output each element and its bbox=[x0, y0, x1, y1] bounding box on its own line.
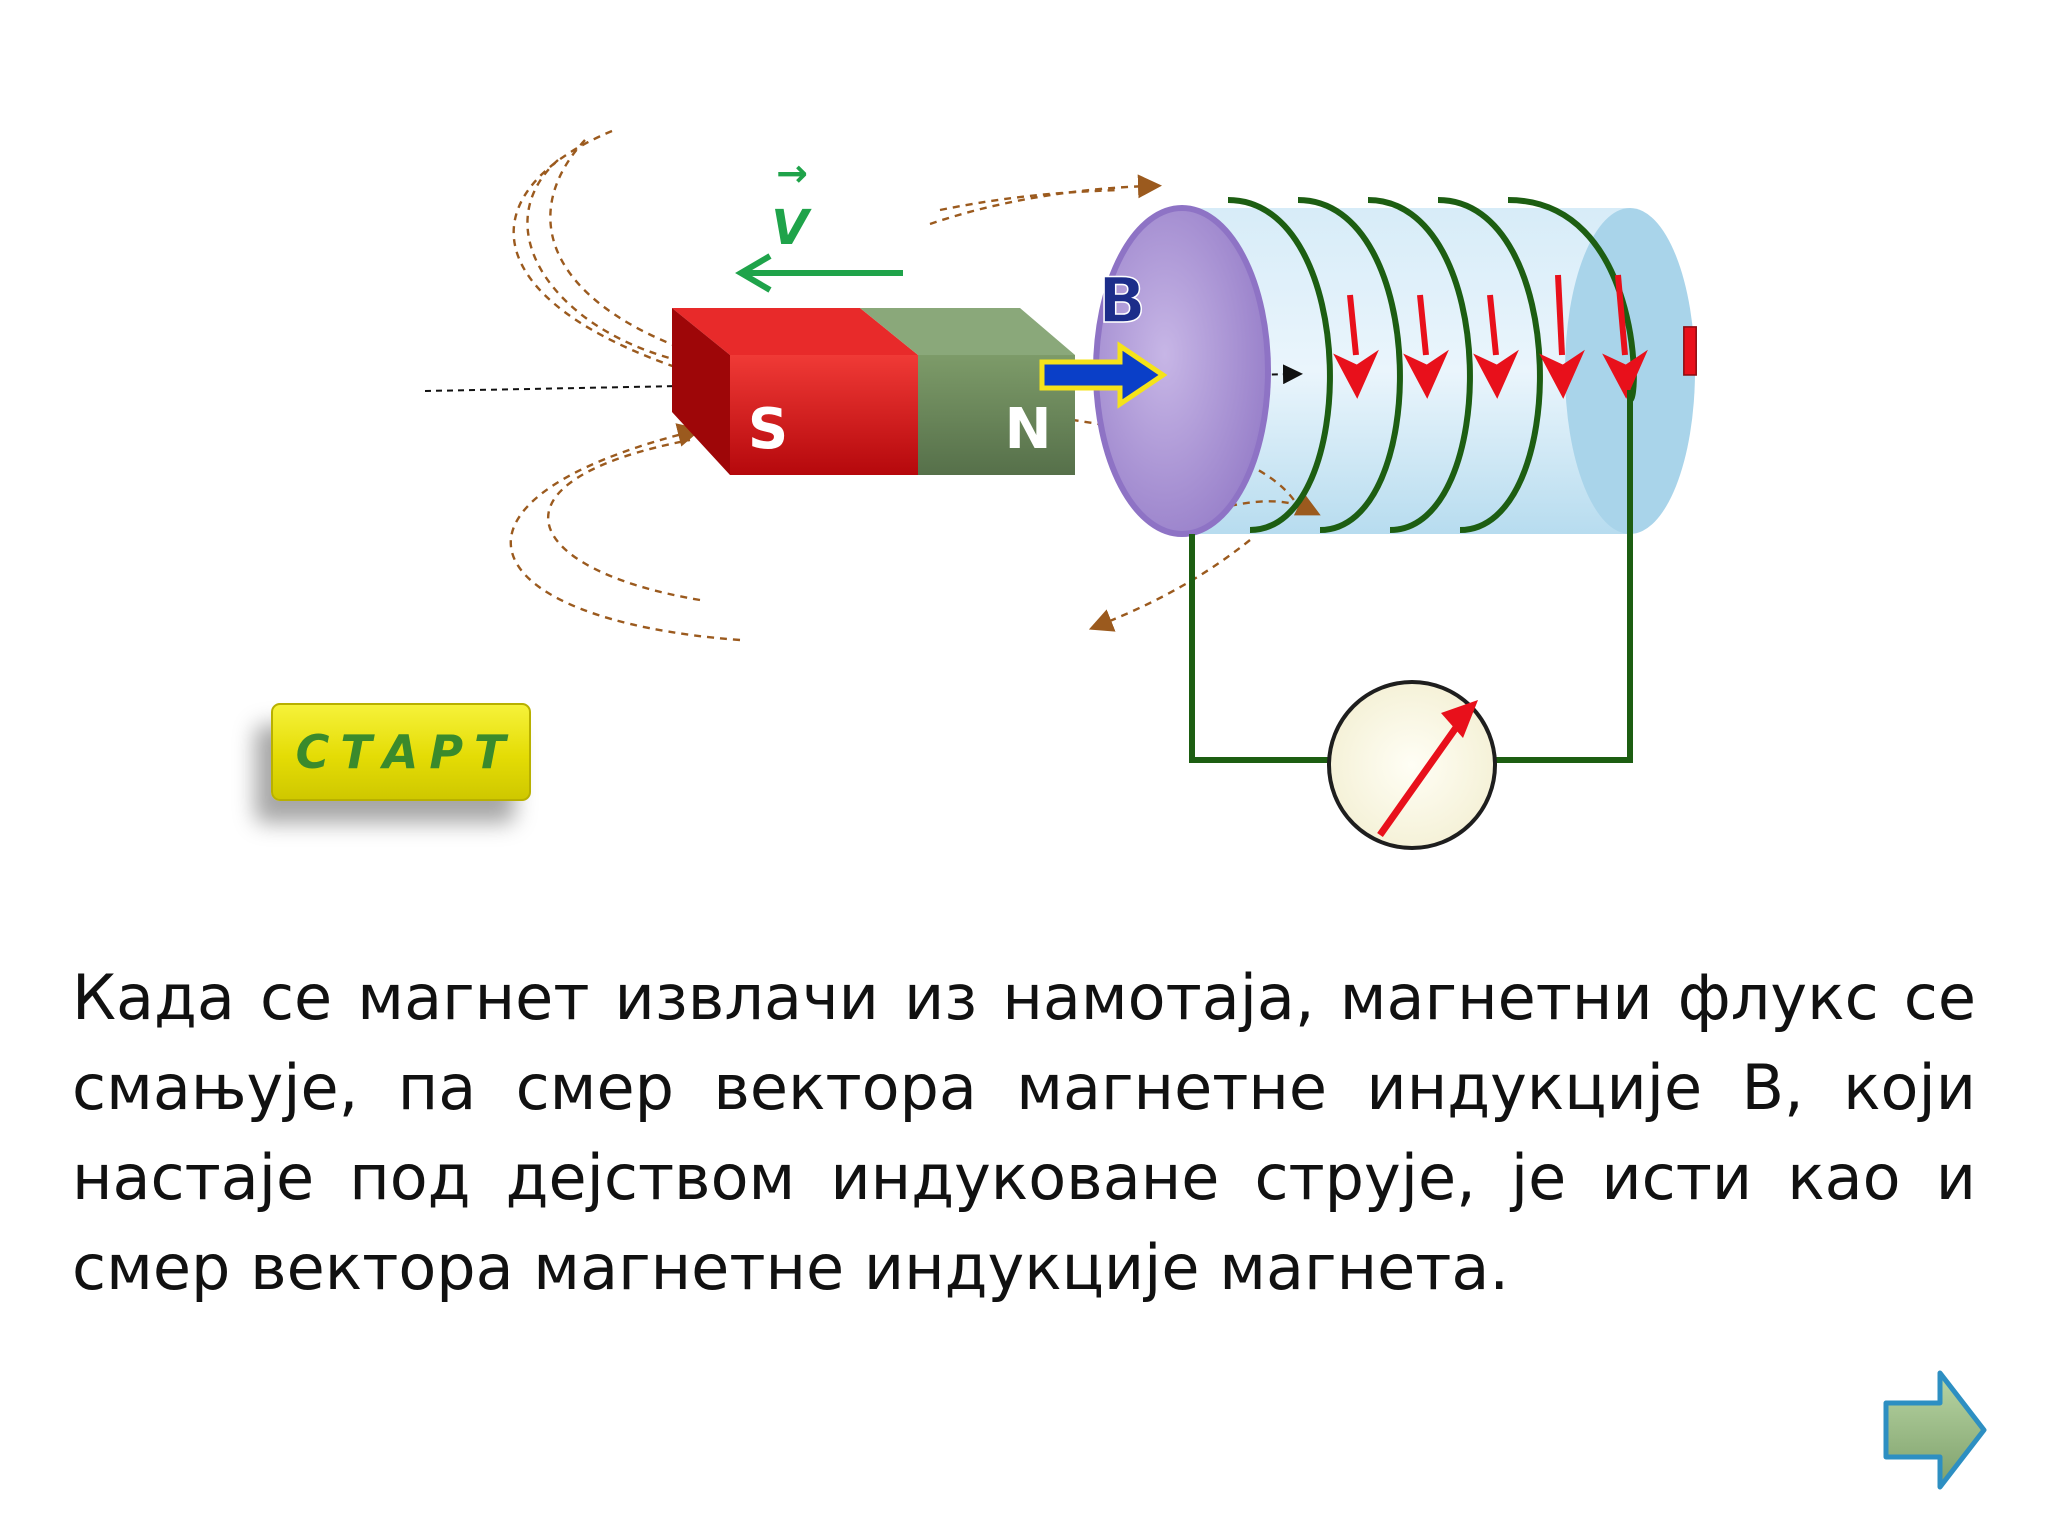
next-button[interactable] bbox=[1880, 1365, 1990, 1495]
next-arrow-icon bbox=[1883, 1370, 1987, 1490]
bar-magnet: S N bbox=[672, 308, 1075, 475]
pole-south-label: S bbox=[748, 397, 788, 462]
velocity-vector-mark: → bbox=[776, 151, 808, 195]
galvanometer-needle bbox=[1377, 719, 1463, 838]
coil-windings bbox=[1227, 197, 1637, 533]
galvanometer bbox=[1327, 680, 1497, 850]
axis-line bbox=[424, 364, 1303, 392]
circuit-wires bbox=[1189, 390, 1633, 763]
current-label: I bbox=[1678, 314, 1703, 391]
velocity-label: V bbox=[771, 200, 812, 256]
field-vector: B bbox=[1039, 263, 1168, 409]
caption-text: Када се магнет извлачи из намотаја, магн… bbox=[72, 961, 1976, 1304]
field-label: B bbox=[1098, 264, 1145, 337]
current-arrows bbox=[1333, 274, 1648, 399]
start-button-label: СТАРТ bbox=[295, 725, 517, 779]
velocity-arrow: V → bbox=[735, 151, 903, 293]
pole-north-label: N bbox=[1005, 397, 1052, 462]
start-button[interactable]: СТАРТ bbox=[271, 703, 531, 801]
induction-diagram: S N V → B bbox=[424, 129, 1703, 850]
